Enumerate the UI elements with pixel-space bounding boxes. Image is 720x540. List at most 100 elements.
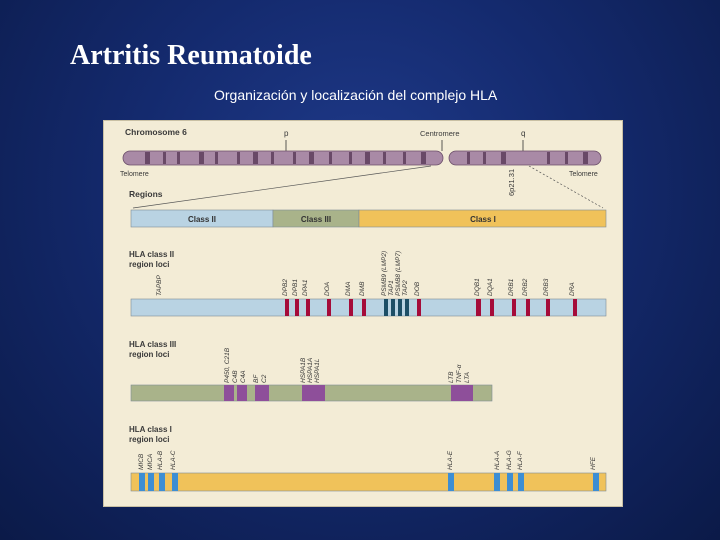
region-class-ii-label: Class II	[188, 215, 216, 224]
chromosome-band	[501, 152, 506, 164]
gene-label: DOB	[414, 281, 421, 296]
chromosome-band	[421, 152, 426, 164]
gene-label: LTB	[448, 371, 455, 383]
gene-label: C4B	[232, 370, 239, 383]
gene-marker	[451, 385, 473, 401]
gene-label: DPB1	[292, 279, 299, 296]
gene-marker	[159, 473, 165, 491]
region-class-iii-label: Class III	[301, 215, 331, 224]
gene-label: HLA-A	[494, 451, 501, 470]
chromosome-band	[365, 152, 370, 164]
gene-label: PSMB8 (LMP7)	[395, 251, 402, 296]
gene-label: BF	[253, 374, 260, 383]
gene-marker	[306, 299, 310, 316]
chromosome-band	[237, 152, 240, 164]
chromosome-band	[565, 152, 568, 164]
gene-label: HSPA1A	[307, 358, 314, 383]
chromosome-band	[583, 152, 588, 164]
gene-marker	[148, 473, 154, 491]
class-ii-loci-bar	[130, 298, 607, 317]
regions-bar	[130, 209, 607, 228]
gene-label: HLA-B	[157, 450, 164, 470]
gene-marker	[237, 385, 247, 401]
gene-marker	[349, 299, 353, 316]
band-label: 6p21.31	[507, 169, 516, 196]
chromosome-6	[122, 150, 602, 166]
chromosome-band	[483, 152, 486, 164]
gene-label: HLA-E	[447, 450, 454, 470]
gene-marker	[139, 473, 145, 491]
gene-marker	[398, 299, 402, 316]
telomere-right-label: Telomere	[569, 171, 598, 178]
gene-label: DMB	[359, 281, 366, 296]
gene-marker	[302, 385, 325, 401]
gene-label: C4A	[240, 370, 247, 383]
gene-marker	[494, 473, 500, 491]
gene-label: DRB2	[522, 278, 529, 296]
gene-label: DOA	[324, 282, 331, 296]
chromosome-band	[467, 152, 470, 164]
gene-marker	[512, 299, 516, 316]
gene-label: HSPA1L	[314, 358, 321, 383]
gene-label: DPA1	[302, 279, 309, 296]
chromosome-band	[199, 152, 204, 164]
gene-marker	[476, 299, 481, 316]
chromosome-band	[547, 152, 550, 164]
gene-label: C2	[261, 374, 268, 383]
regions-heading: Regions	[129, 189, 163, 199]
gene-label: HLA-F	[517, 450, 524, 470]
gene-marker	[405, 299, 409, 316]
gene-marker	[295, 299, 299, 316]
class-i-heading: HLA class I region loci	[129, 425, 174, 444]
slide-title: Artritis Reumatoide	[70, 40, 312, 71]
gene-label: MICA	[147, 454, 154, 470]
gene-marker	[490, 299, 494, 316]
gene-marker	[172, 473, 178, 491]
chromosome-band	[403, 152, 406, 164]
gene-label: DQB1	[474, 278, 481, 296]
gene-marker	[593, 473, 599, 491]
gene-label: P450, C21B	[224, 347, 231, 383]
q-arm-label: q	[521, 129, 525, 138]
chromosome-band	[349, 152, 352, 164]
chromosome-band	[329, 152, 332, 164]
gene-label: TNF-α	[456, 364, 463, 383]
gene-marker	[327, 299, 331, 316]
chromosome-band	[309, 152, 314, 164]
gene-label: DQA1	[487, 278, 494, 296]
gene-marker	[362, 299, 366, 316]
gene-label: TAP1	[388, 280, 395, 296]
gene-marker	[448, 473, 454, 491]
p-arm-label: p	[284, 129, 289, 138]
gene-marker	[255, 385, 269, 401]
hla-complex-figure: Chromosome 6 p Centromere q Telomere Tel…	[103, 120, 623, 507]
gene-marker	[224, 385, 234, 401]
gene-marker	[391, 299, 395, 316]
gene-label: MICB	[138, 453, 145, 470]
gene-label: DRB1	[508, 278, 515, 296]
region-class-i-label: Class I	[470, 215, 496, 224]
centromere-label: Centromere	[420, 129, 460, 138]
class-i-loci-bar	[130, 472, 607, 492]
class-ii-heading: HLA class II region loci	[129, 250, 176, 269]
chromosome-band	[145, 152, 150, 164]
gene-label: DMA	[345, 282, 352, 296]
gene-label: DPB2	[282, 279, 289, 296]
gene-label: TAP2	[402, 280, 409, 296]
gene-label: HFE	[590, 456, 597, 470]
gene-label: TAPBP	[156, 275, 163, 296]
gene-marker	[417, 299, 421, 316]
gene-label: LTA	[464, 372, 471, 383]
gene-label: HLA-G	[506, 450, 513, 470]
chromosome-band	[253, 152, 258, 164]
gene-marker	[546, 299, 550, 316]
chromosome-band	[163, 152, 166, 164]
chromosome-label: Chromosome 6	[125, 127, 187, 137]
gene-marker	[526, 299, 530, 316]
gene-label: DRB3	[543, 278, 550, 296]
gene-marker	[507, 473, 513, 491]
chromosome-band	[177, 152, 180, 164]
chromosome-band	[215, 152, 218, 164]
gene-marker	[573, 299, 577, 316]
slide-subtitle: Organización y localización del complejo…	[214, 87, 498, 103]
